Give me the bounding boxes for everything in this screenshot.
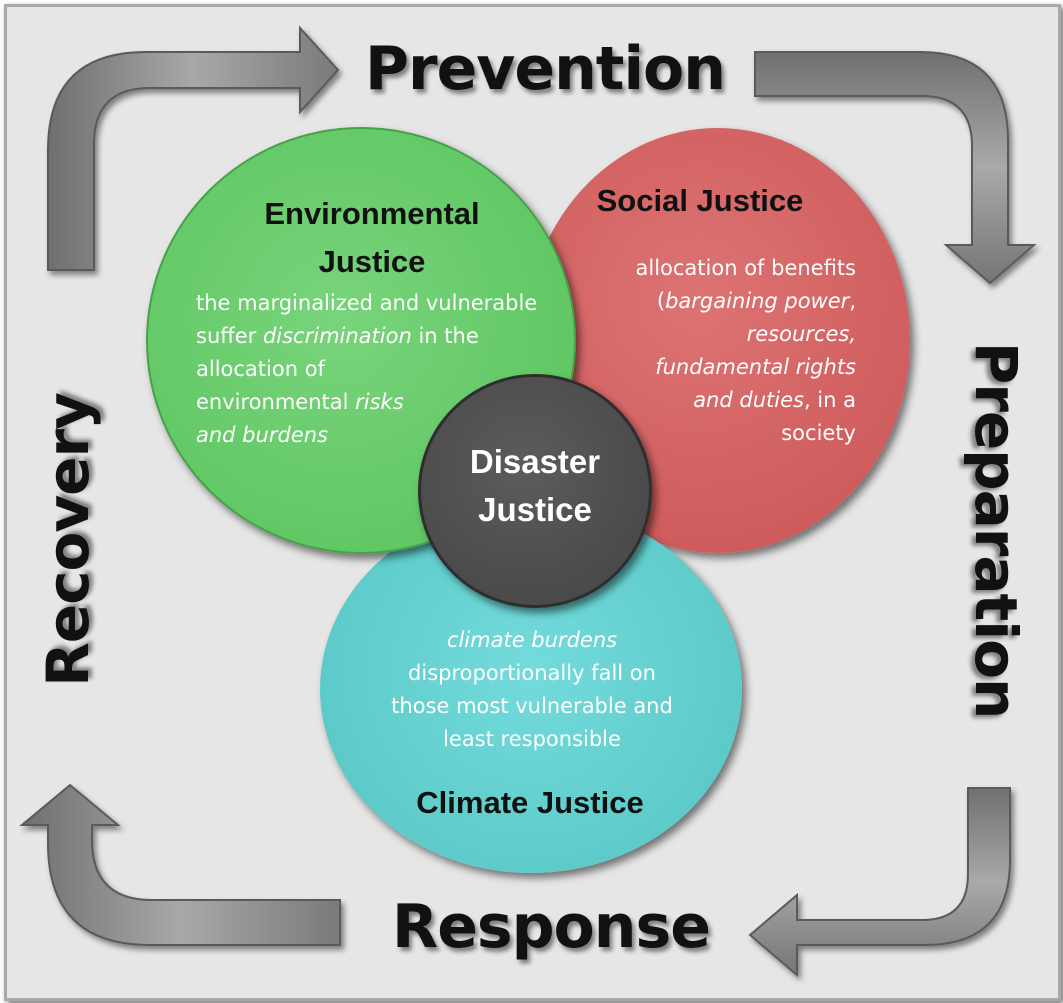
circle-disaster-justice — [418, 374, 652, 608]
social-desc-line3: resources, — [746, 322, 856, 346]
arrow-recovery-to-prevention — [47, 25, 340, 271]
phase-recovery: Recovery — [34, 393, 102, 687]
arrow-preparation-to-response — [748, 787, 1011, 978]
environmental-title-line2: Justice — [318, 244, 426, 279]
phase-response: Response — [392, 892, 711, 962]
social-desc-line4: fundamental rights — [655, 355, 856, 379]
disaster-justice-title: Disaster Justice — [430, 438, 640, 534]
phase-prevention: Prevention — [365, 34, 726, 104]
env-desc-line1: the marginalized and vulnerable — [196, 291, 538, 315]
env-desc-line4: environmental risks — [196, 390, 404, 414]
social-desc-line2: (bargaining power, — [656, 289, 856, 313]
climate-justice-title: Climate Justice — [416, 785, 644, 820]
environmental-justice-title: Environmental Justice — [232, 190, 512, 286]
env-desc-line5: and burdens — [196, 423, 328, 447]
social-desc-line5: and duties, in a — [693, 388, 856, 412]
social-justice-title: Social Justice — [596, 183, 804, 218]
phase-preparation: Preparation — [962, 341, 1030, 719]
env-desc-line2: suffer discrimination in the — [196, 324, 479, 348]
disaster-title-line2: Justice — [478, 491, 592, 528]
disaster-title-line1: Disaster — [469, 443, 601, 480]
climate-desc-line2: disproportionally fall on — [408, 661, 656, 685]
environmental-justice-description: the marginalized and vulnerable suffer d… — [196, 287, 576, 452]
social-desc-line6: society — [781, 421, 856, 445]
climate-justice-description: climate burdens disproportionally fall o… — [330, 624, 734, 756]
arrow-prevention-to-preparation — [754, 51, 1037, 285]
social-justice-description: allocation of benefits (bargaining power… — [560, 252, 857, 450]
env-desc-line3: allocation of — [196, 357, 325, 381]
climate-desc-line3: those most vulnerable and — [391, 694, 673, 718]
climate-desc-line4: least responsible — [443, 727, 621, 751]
environmental-title-line1: Environmental — [264, 196, 480, 231]
arrow-response-to-recovery — [19, 783, 341, 946]
climate-desc-line1: climate burdens — [446, 628, 618, 652]
social-desc-line1: allocation of benefits — [635, 256, 857, 280]
